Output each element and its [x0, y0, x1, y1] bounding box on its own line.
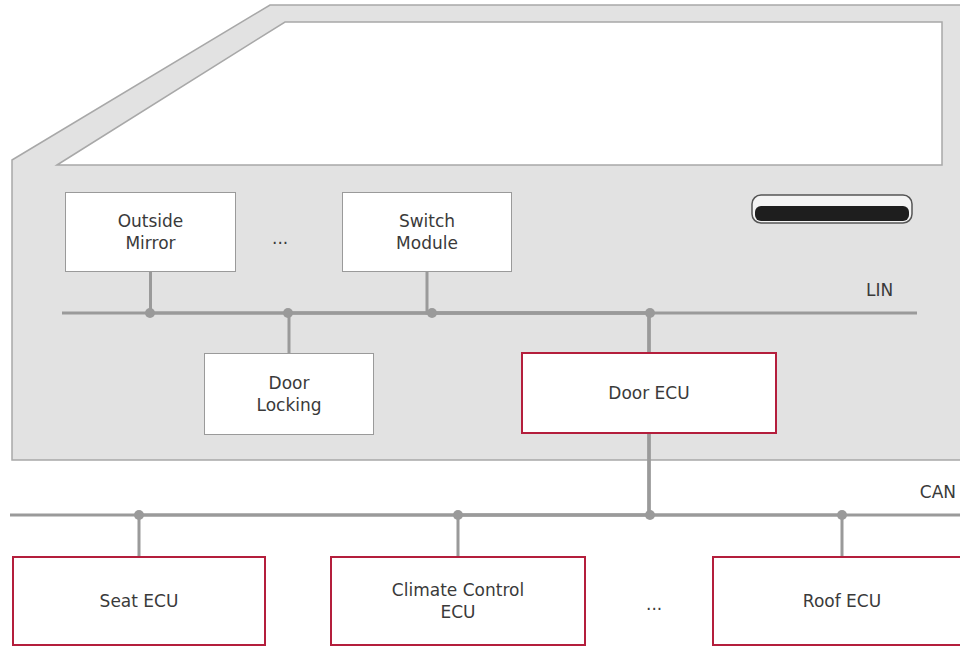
ecu-box: Roof ECU: [712, 556, 960, 646]
bus-connector: [151, 272, 650, 352]
handle-grip: [755, 206, 909, 221]
node-label: Door Locking: [243, 372, 335, 416]
handle-frame: [752, 195, 912, 223]
ellipsis-label: ...: [646, 594, 662, 614]
ecu-box: Climate Control ECU: [330, 556, 586, 646]
ecu-box: Seat ECU: [12, 556, 266, 646]
bus-junction: [837, 510, 847, 520]
node-label: Door ECU: [608, 382, 689, 404]
node-label: Outside Mirror: [101, 210, 201, 254]
node-label: Switch Module: [381, 210, 473, 254]
bus-junction: [453, 510, 463, 520]
door-panel: [12, 5, 960, 460]
bus-junction: [427, 308, 437, 318]
door-window: [57, 22, 942, 165]
lin-slave-box: Door Locking: [204, 353, 374, 435]
bus-junction: [283, 308, 293, 318]
bus-junction: [145, 308, 155, 318]
bus-name: CAN: [920, 482, 956, 502]
bus-connector: [458, 434, 649, 556]
bus-connector: [289, 313, 649, 353]
lin-slave-box: Outside Mirror: [65, 192, 236, 272]
ellipsis-label: ...: [272, 228, 288, 248]
bus-name: LIN: [866, 280, 893, 300]
bus-junction: [645, 510, 655, 520]
bus-connector: [649, 434, 842, 556]
bus-junction: [134, 510, 144, 520]
door-handle: [752, 195, 912, 223]
bus-junction: [645, 308, 655, 318]
node-label: Seat ECU: [100, 590, 179, 612]
node-label: Climate Control ECU: [391, 579, 526, 623]
node-label: Roof ECU: [803, 590, 881, 612]
lin-slave-box: Switch Module: [342, 192, 512, 272]
bus-connector: [139, 434, 649, 556]
ecu-box: Door ECU: [521, 352, 777, 434]
